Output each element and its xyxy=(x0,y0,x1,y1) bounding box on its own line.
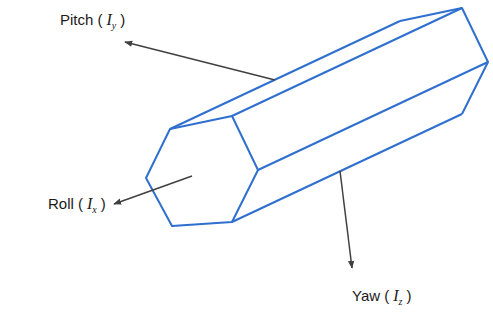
prism-edge xyxy=(232,8,462,116)
pitch-arrow xyxy=(125,42,275,80)
front-hexagon xyxy=(146,116,258,226)
pitch-label: Pitch (Iy) xyxy=(60,12,125,31)
axis-name: Yaw ( xyxy=(352,287,389,304)
axis-subscript: y xyxy=(112,20,116,31)
paren: ) xyxy=(101,195,106,212)
prism-edge xyxy=(170,21,400,129)
inertia-symbol: I xyxy=(393,287,398,304)
axis-name: Roll ( xyxy=(48,195,83,212)
paren: ) xyxy=(120,11,125,28)
roll-arrow xyxy=(114,176,192,204)
roll-label: Roll (Ix) xyxy=(48,196,106,215)
axis-subscript: x xyxy=(92,204,96,215)
yaw-arrow xyxy=(340,171,352,268)
axis-name: Pitch ( xyxy=(60,11,103,28)
yaw-label: Yaw (Iz) xyxy=(352,288,411,307)
paren: ) xyxy=(406,287,411,304)
inertia-symbol: I xyxy=(107,11,112,28)
prism-edge xyxy=(258,62,488,170)
inertia-symbol: I xyxy=(87,195,92,212)
axis-subscript: z xyxy=(399,296,403,307)
prism-edge xyxy=(232,114,462,222)
